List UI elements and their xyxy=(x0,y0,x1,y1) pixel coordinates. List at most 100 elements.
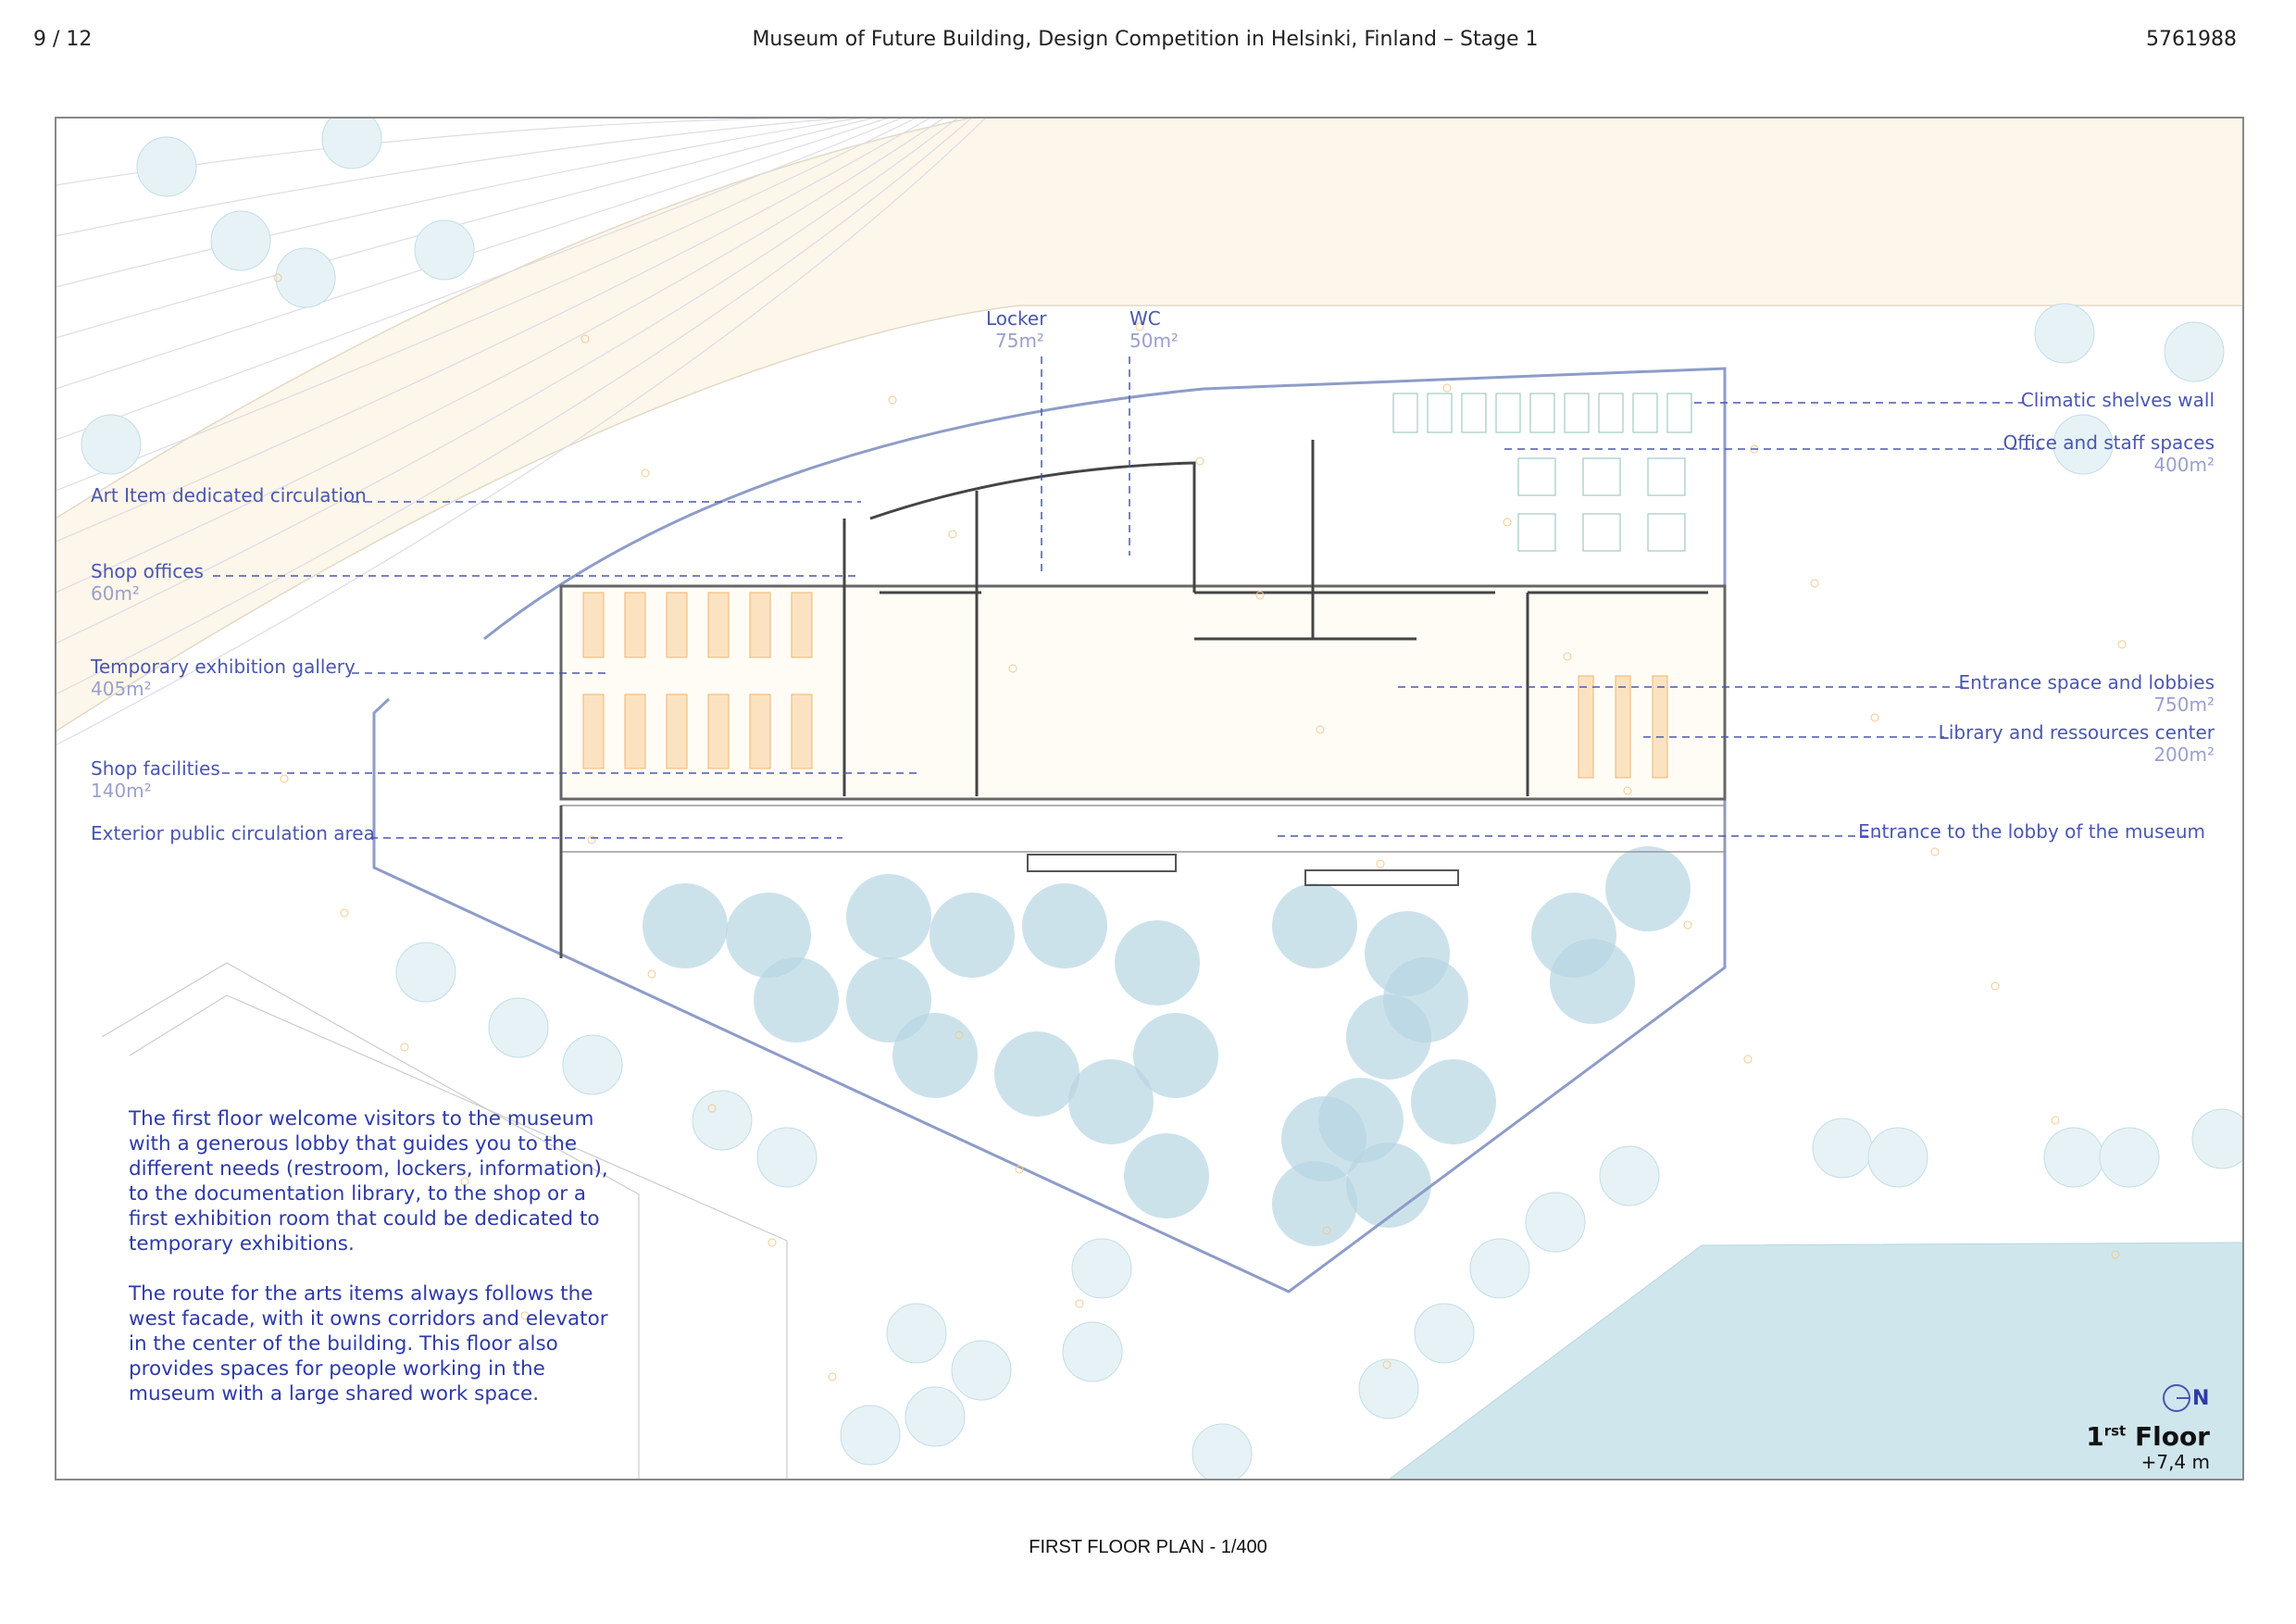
tree xyxy=(2191,1108,2243,1169)
shrub xyxy=(1316,725,1325,734)
tree xyxy=(1414,1303,1475,1364)
contour-line xyxy=(56,118,890,390)
display-table xyxy=(791,592,813,658)
description-text: The first floor welcome visitors to the … xyxy=(129,1106,610,1431)
shrub xyxy=(280,774,289,783)
tree xyxy=(1867,1127,1928,1188)
tree xyxy=(1469,1238,1530,1299)
office-desk xyxy=(1647,513,1686,552)
tree xyxy=(1525,1192,1586,1253)
description-paragraph: The first floor welcome visitors to the … xyxy=(129,1107,608,1255)
courtyard-tree xyxy=(1411,1059,1496,1144)
display-table xyxy=(666,693,688,769)
label-exterior-circulation: Exterior public circulation area xyxy=(91,822,375,844)
tree xyxy=(488,997,549,1058)
shrub xyxy=(1870,713,1879,722)
tree xyxy=(692,1090,753,1151)
contour-line xyxy=(56,118,987,746)
contour-line xyxy=(56,118,931,543)
shrub xyxy=(580,334,590,344)
tree xyxy=(395,942,456,1003)
tree xyxy=(2034,303,2095,364)
climatic-shelf xyxy=(1392,393,1418,433)
shrub xyxy=(1376,859,1385,868)
office-desk xyxy=(1582,513,1621,552)
courtyard-tree xyxy=(1272,883,1357,968)
courtyard-tree xyxy=(1550,939,1635,1024)
page-number: 9 / 12 xyxy=(33,28,93,51)
label-lobby-entrance: Entrance to the lobby of the museum xyxy=(1858,820,2205,843)
courtyard-tree xyxy=(726,893,811,978)
shrub xyxy=(1990,981,2000,991)
display-table xyxy=(791,693,813,769)
display-table xyxy=(582,592,605,658)
shrub xyxy=(888,395,897,405)
shrub xyxy=(1503,518,1512,527)
description-paragraph: The route for the arts items always foll… xyxy=(129,1282,608,1405)
shrub xyxy=(707,1104,717,1113)
contour-line xyxy=(56,118,904,441)
tree xyxy=(321,118,382,169)
shrub xyxy=(641,468,650,478)
display-table xyxy=(749,693,771,769)
shrub xyxy=(1810,579,1819,588)
floor-title: 1rst Floor +7,4 m xyxy=(2086,1421,2210,1473)
shrub xyxy=(2117,640,2127,649)
shrub xyxy=(1195,456,1204,466)
courtyard-tree xyxy=(1115,920,1200,1006)
tree xyxy=(951,1340,1012,1401)
north-label: N xyxy=(2192,1386,2210,1410)
leader-lines xyxy=(213,356,2046,839)
tree xyxy=(1812,1118,1873,1179)
shrub xyxy=(828,1372,837,1381)
tree xyxy=(1062,1321,1123,1382)
tree xyxy=(275,247,336,308)
display-table xyxy=(666,592,688,658)
tree xyxy=(2164,321,2225,382)
climatic-shelf xyxy=(1529,393,1555,433)
climatic-shelf xyxy=(1495,393,1521,433)
shrub xyxy=(1015,1165,1024,1174)
north-arrow: N xyxy=(2163,1384,2209,1412)
courtyard-tree xyxy=(1272,1161,1357,1246)
courtyard-tree xyxy=(1022,883,1107,968)
tree xyxy=(562,1034,623,1095)
drawing-frame xyxy=(55,117,2244,1480)
contour-line xyxy=(56,118,848,237)
courtyard-tree xyxy=(643,883,728,968)
shrub xyxy=(273,273,282,282)
shrub xyxy=(340,908,349,918)
display-table xyxy=(707,693,730,769)
display-table xyxy=(624,592,646,658)
interior-walls xyxy=(842,440,1708,796)
display-table xyxy=(582,693,605,769)
label-art-item-circulation: Art Item dedicated circulation xyxy=(91,484,367,506)
path-edge xyxy=(129,994,788,1480)
climatic-shelf xyxy=(1461,393,1487,433)
courtyard-tree xyxy=(1605,846,1691,931)
climatic-shelf xyxy=(1632,393,1658,433)
shrub xyxy=(1008,664,1017,673)
shrub xyxy=(2051,1116,2060,1125)
office-desk xyxy=(1647,457,1686,496)
courtyard-tree xyxy=(1133,1013,1218,1098)
shrub xyxy=(1442,383,1452,393)
contour-line xyxy=(56,118,959,644)
courtyard-tree xyxy=(1068,1059,1154,1144)
tree xyxy=(2099,1127,2160,1188)
trees xyxy=(81,118,2243,1480)
path-edge xyxy=(101,962,640,1480)
furniture xyxy=(273,273,2127,1381)
shrub xyxy=(2111,1250,2120,1259)
shrub xyxy=(1683,920,1692,930)
tree xyxy=(1192,1423,1253,1480)
library-shelf xyxy=(1578,675,1594,779)
plan-caption: FIRST FLOOR PLAN - 1/400 xyxy=(1029,1537,1267,1557)
tree xyxy=(1599,1145,1660,1206)
contour-line xyxy=(56,118,945,593)
entrance-stairs xyxy=(1027,854,1459,886)
